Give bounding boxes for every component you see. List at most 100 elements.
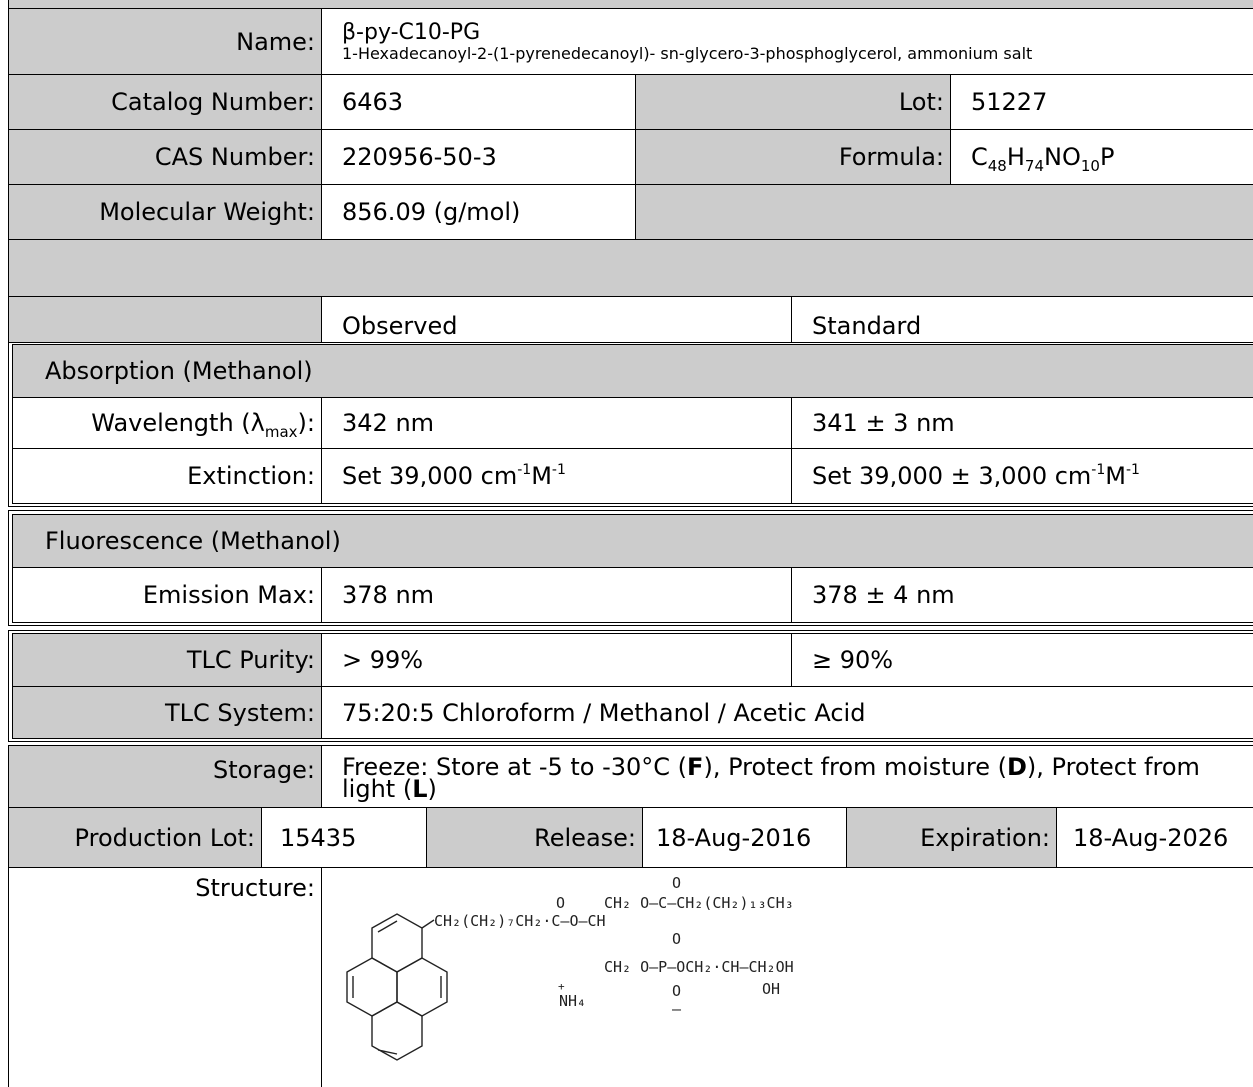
formula-no: NO	[1044, 143, 1081, 171]
tlc-purity-standard-text: ≥ 90%	[812, 646, 894, 674]
name-label: Name:	[8, 8, 322, 75]
emission-observed: 378 nm	[321, 567, 792, 623]
observed-header: Observed	[321, 296, 792, 343]
phosphate-top-o: O	[672, 930, 681, 948]
extinction-label-text: Extinction:	[187, 462, 315, 490]
cas-label-text: CAS Number:	[154, 143, 315, 171]
storage-code-d: D	[1007, 753, 1027, 781]
product-full-name: 1-Hexadecanoyl-2-(1-pyrenedecanoyl)- sn-…	[342, 43, 1033, 63]
mw-value: 856.09 (g/mol)	[321, 184, 636, 240]
ring-inner-1	[377, 920, 398, 933]
lot-value: 51227	[950, 74, 1253, 130]
tlc-frame	[8, 630, 1253, 742]
release-value-text: 18-Aug-2016	[656, 823, 812, 852]
formula-o-count: 10	[1080, 157, 1100, 175]
catalog-label: Catalog Number:	[8, 74, 322, 130]
extinction-observed-exp1: -1	[517, 462, 532, 478]
ring-4	[371, 1001, 423, 1061]
mw-label: Molecular Weight:	[8, 184, 322, 240]
standard-header-text: Standard	[812, 312, 922, 340]
observed-header-text: Observed	[342, 312, 458, 340]
absorption-header-text: Absorption (Methanol)	[45, 357, 313, 385]
glycerol-oh: OH	[762, 980, 780, 998]
mw-label-text: Molecular Weight:	[99, 198, 315, 226]
catalog-value-text: 6463	[342, 88, 404, 116]
ring-3	[396, 957, 448, 1017]
release-value: 18-Aug-2016	[642, 807, 847, 868]
tlc-purity-observed: > 99%	[321, 633, 792, 687]
storage-value: Freeze: Store at -5 to -30°C (F), Protec…	[321, 745, 1253, 808]
ring-1	[371, 913, 423, 973]
structure-label-text: Structure:	[195, 874, 315, 902]
wavelength-observed: 342 nm	[321, 397, 792, 449]
cas-value: 220956-50-3	[321, 129, 636, 185]
pyrene-rings	[346, 913, 448, 1061]
extinction-standard-exp1: -1	[1091, 462, 1106, 478]
ring-2	[346, 957, 398, 1017]
spacer-row	[8, 239, 1253, 297]
pyrene-link	[421, 919, 435, 929]
storage-label: Storage:	[8, 745, 322, 808]
tlc-system-value: 75:20:5 Chloroform / Methanol / Acetic A…	[321, 686, 1253, 739]
wavelength-observed-text: 342 nm	[342, 409, 435, 437]
fluorescence-header: Fluorescence (Methanol)	[12, 514, 1253, 568]
extinction-standard-text: Set 39,000 ± 3,000 cm-1M-1	[812, 462, 1140, 490]
tlc-purity-label-text: TLC Purity:	[186, 646, 315, 674]
wavelength-label-post: ):	[297, 409, 315, 437]
column-header-blank	[8, 296, 322, 343]
wavelength-label-text: Wavelength (λmax):	[91, 409, 315, 440]
wavelength-label-pre: Wavelength (λ	[91, 409, 265, 437]
production-lot-value: 15435	[261, 807, 427, 868]
structure-label: Structure:	[8, 867, 322, 1087]
fluorescence-header-text: Fluorescence (Methanol)	[45, 527, 341, 555]
lot-value-text: 51227	[971, 88, 1048, 116]
top-ch2: CH₂ O–C–CH₂(CH₂)₁₃CH₃	[604, 894, 794, 912]
release-label: Release:	[426, 807, 643, 868]
extinction-standard: Set 39,000 ± 3,000 cm-1M-1	[791, 448, 1253, 504]
storage-text-2: ), Protect from moisture (	[703, 753, 1007, 781]
name-value: β-py-C10-PG 1-Hexadecanoyl-2-(1-pyrenede…	[321, 8, 1253, 75]
release-label-text: Release:	[534, 823, 636, 852]
expiration-label-text: Expiration:	[920, 823, 1050, 852]
ring-inner-4	[377, 1049, 398, 1055]
emission-label-text: Emission Max:	[142, 581, 315, 609]
formula-label-text: Formula:	[838, 143, 944, 171]
formula-c: C	[971, 143, 988, 171]
formula-h-count: 74	[1024, 157, 1044, 175]
extinction-observed-m: M	[531, 462, 552, 490]
formula-text: C48H74NO10P	[971, 143, 1114, 174]
wavelength-standard-text: 341 ± 3 nm	[812, 409, 955, 437]
expiration-value-text: 18-Aug-2026	[1073, 823, 1229, 852]
wavelength-label: Wavelength (λmax):	[12, 397, 322, 449]
catalog-value: 6463	[321, 74, 636, 130]
structure-diagram: CH₂(CH₂)₇CH₂·C–O–CH O CH₂ O–C–CH₂(CH₂)₁₃…	[346, 874, 794, 1061]
absorption-frame	[8, 342, 1253, 507]
ammonium: NH₄	[559, 992, 586, 1010]
cas-label: CAS Number:	[8, 129, 322, 185]
extinction-observed-text: Set 39,000 cm-1M-1	[342, 462, 566, 490]
phosphate-bottom-o: O	[672, 982, 681, 1000]
formula-label: Formula:	[635, 129, 951, 185]
formula-c-count: 48	[987, 157, 1007, 175]
chain-left: CH₂(CH₂)₇CH₂·C–O–CH	[434, 912, 606, 930]
emission-observed-text: 378 nm	[342, 581, 435, 609]
formula-h: H	[1006, 143, 1025, 171]
tlc-system-label-text: TLC System:	[165, 698, 315, 727]
bottom-ch2: CH₂ O–P–OCH₂·CH–CH₂OH	[604, 958, 794, 976]
expiration-label: Expiration:	[846, 807, 1057, 868]
extinction-standard-m: M	[1105, 462, 1126, 490]
catalog-label-text: Catalog Number:	[111, 88, 315, 116]
expiration-value: 18-Aug-2026	[1056, 807, 1253, 868]
production-lot-value-text: 15435	[280, 823, 357, 852]
phosphate-minus: –	[672, 1000, 682, 1018]
storage-code-f: F	[687, 753, 704, 781]
formula-value: C48H74NO10P	[950, 129, 1253, 185]
extinction-observed-pre: Set 39,000 cm	[342, 462, 518, 490]
storage-text-4: )	[427, 775, 437, 803]
mw-filler	[635, 184, 1253, 240]
extinction-standard-exp2: -1	[1125, 462, 1140, 478]
production-lot-label: Production Lot:	[8, 807, 262, 868]
product-short-name: β-py-C10-PG	[342, 19, 481, 45]
storage-code-l: L	[412, 775, 428, 803]
emission-standard-text: 378 ± 4 nm	[812, 581, 955, 609]
